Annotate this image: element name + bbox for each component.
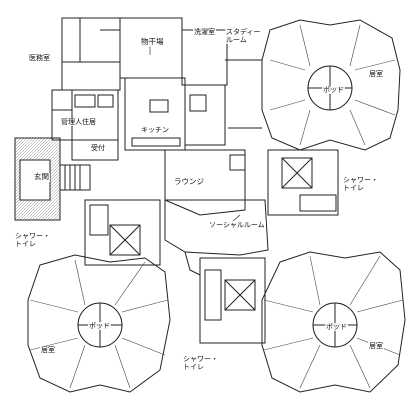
social-room — [164, 199, 269, 256]
label-reception: 受付 — [90, 144, 106, 153]
lounge — [164, 149, 246, 216]
shower-toilet-left — [84, 199, 161, 266]
label-medical-room: 医務室 — [28, 54, 51, 63]
label-pod-bottom-left: ポッド — [88, 322, 111, 331]
kitchen — [124, 77, 186, 151]
label-laundry-room: 洗濯室 — [193, 28, 216, 37]
label-study-room: スタディー ルーム — [225, 28, 262, 45]
label-residents-bottom-left: 居室 — [40, 346, 56, 355]
drying-yard — [119, 17, 183, 79]
study-room — [184, 84, 226, 146]
label-shower-toilet-top-right: シャワー・ トイレ — [342, 176, 379, 193]
label-kitchen: キッチン — [140, 126, 170, 135]
label-pod-top-right: ポッド — [322, 86, 345, 95]
label-shower-toilet-bottom: シャワー・ トイレ — [182, 355, 219, 372]
label-entrance: 玄関 — [33, 172, 50, 182]
laundry-room — [181, 29, 228, 86]
medical-room — [61, 17, 121, 63]
pod-cluster-bottom-left — [27, 254, 171, 393]
label-shower-toilet-left: シャワー・ トイレ — [14, 232, 51, 249]
pod-cluster-top-right — [261, 19, 401, 151]
pod-cluster-bottom-right — [261, 251, 406, 393]
label-drying-yard: 物干場 — [140, 37, 165, 47]
label-lounge: ラウンジ — [173, 177, 205, 187]
reception — [71, 139, 119, 161]
manager-residence — [51, 89, 119, 141]
label-manager-residence: 管理人住居 — [60, 118, 97, 127]
shower-toilet-top-right — [267, 149, 339, 216]
label-residents-top-right: 居室 — [368, 70, 384, 79]
label-social-room: ソーシャルルーム — [208, 221, 266, 230]
label-pod-bottom-right: ポッド — [325, 323, 348, 332]
label-residents-bottom-right: 居室 — [368, 342, 384, 351]
